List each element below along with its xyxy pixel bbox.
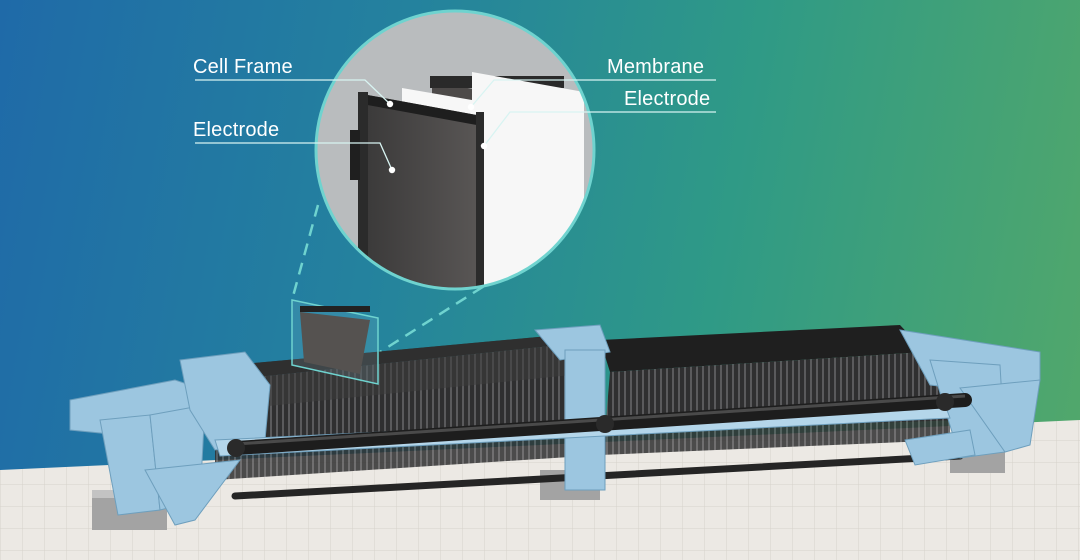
- callout-dots: [386, 100, 488, 174]
- leader-electrode-right: [483, 111, 716, 147]
- zoom-connector-right: [379, 274, 501, 354]
- leader-cell-frame: [195, 79, 391, 105]
- label-electrode-left: Electrode: [193, 119, 280, 141]
- dot-cell-frame: [386, 100, 394, 108]
- upper-pipe: [227, 393, 972, 457]
- label-electrode-right: Electrode: [624, 88, 711, 110]
- dot-membrane: [467, 103, 475, 111]
- label-cell-frame: Cell Frame: [193, 56, 293, 78]
- leader-electrode-left: [195, 142, 393, 171]
- dot-electrode-right: [480, 142, 488, 150]
- callout-leaders: [195, 79, 716, 171]
- leader-membrane: [470, 79, 716, 108]
- label-membrane: Membrane: [607, 56, 705, 78]
- highlighted-cell: [291, 299, 379, 385]
- zoom-detail-circle: [314, 9, 596, 291]
- dot-electrode-left: [388, 166, 396, 174]
- zoom-connector-left: [290, 204, 320, 301]
